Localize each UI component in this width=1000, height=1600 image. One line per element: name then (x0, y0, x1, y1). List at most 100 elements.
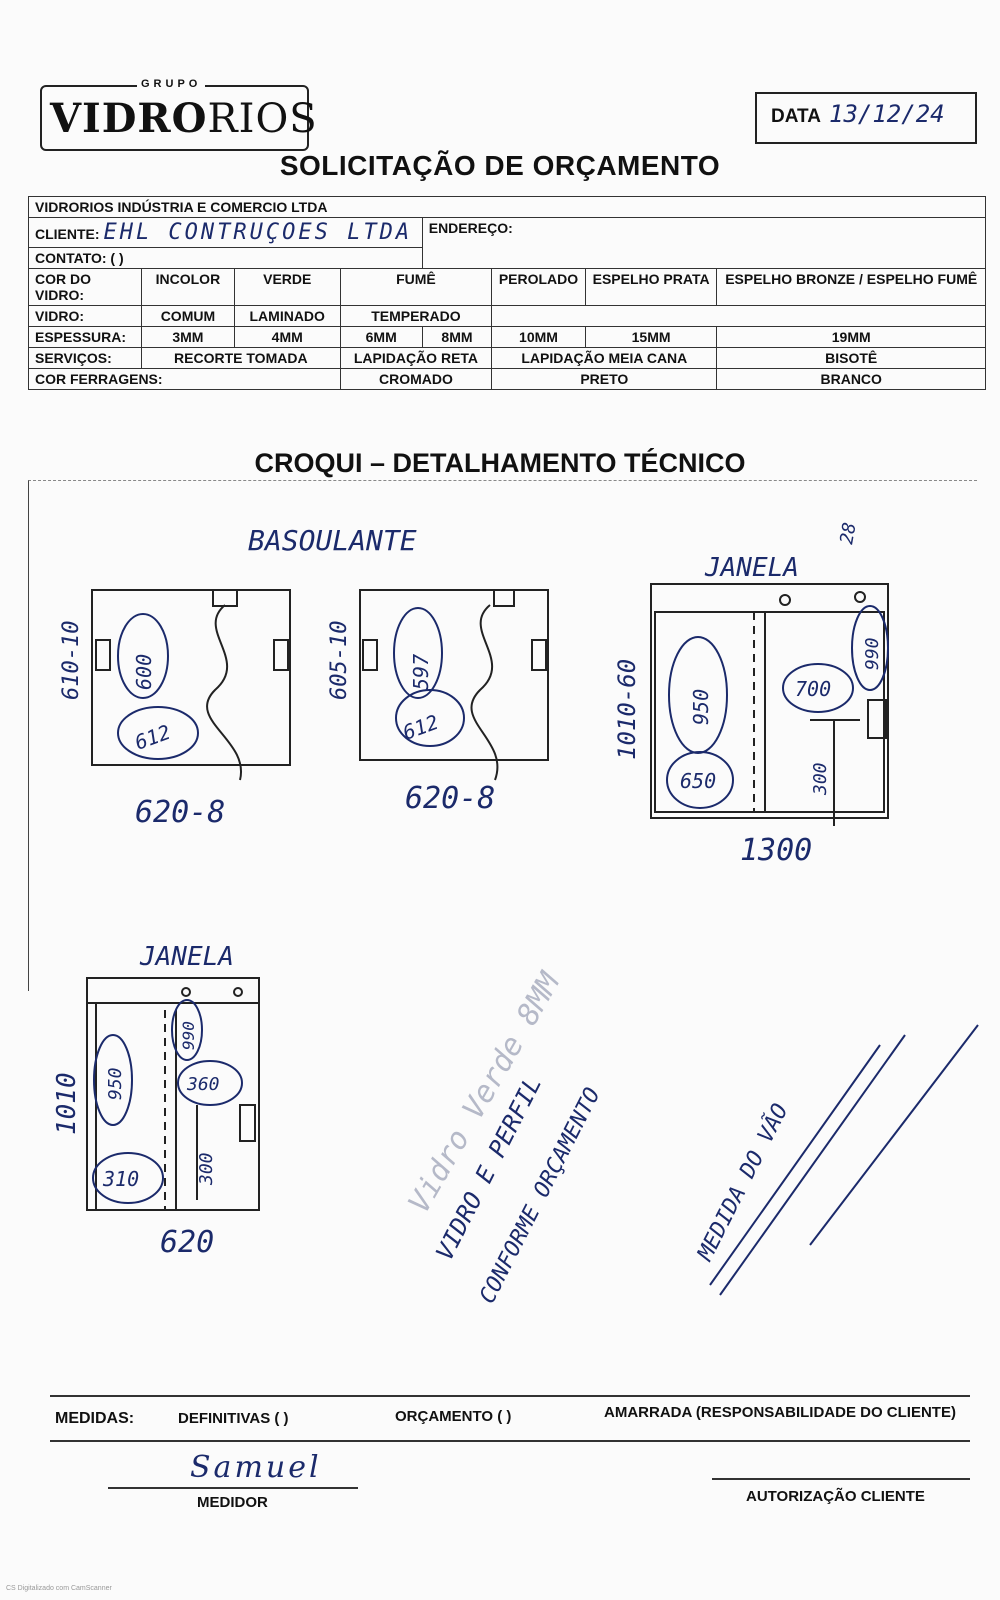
janela-1-pane-a: 950 (689, 689, 713, 725)
basculante-1-squiggle (206, 604, 243, 781)
janela-2-oval (92, 1152, 164, 1204)
janela-2-oval (171, 999, 203, 1061)
janela-1-oval (782, 663, 854, 713)
footer-rule (50, 1440, 970, 1442)
basculante-1-oval (117, 613, 169, 699)
hardware-label: COR FERRAGENS: (28, 368, 341, 390)
janela-1-pane-c: 700 (795, 677, 831, 701)
scanner-watermark: CS Digitalizado com CamScanner (6, 1585, 112, 1592)
client-value: EHL CONTRUÇOES LTDA (103, 220, 413, 245)
janela-1-width: 1300 (740, 833, 812, 868)
glass-color-option: FUMÊ (339, 268, 493, 306)
hardware-option: PRETO (491, 368, 718, 390)
janela-1-oval (851, 605, 889, 691)
janela-1-inner (654, 611, 885, 813)
janela-2-wheel (233, 987, 243, 997)
glass-color-option-text: ESPELHO BRONZE (725, 271, 856, 287)
glass-type-option: LAMINADO (233, 305, 341, 327)
glass-color-option: ESPELHO BRONZE / ESPELHO FUMÊ (716, 268, 986, 306)
client-authorization-label: AUTORIZAÇÃO CLIENTE (746, 1488, 925, 1505)
measurer-label: MEDIDOR (197, 1494, 268, 1511)
sketch-area (28, 480, 977, 991)
janela-1-pane-e: 300 (810, 762, 831, 796)
janela-2-handle (239, 1104, 256, 1142)
glass-color-option: VERDE (233, 268, 341, 306)
janela-1-pane-b: 650 (680, 769, 716, 793)
logo-brand: VIDRORIOS (50, 95, 318, 142)
basculante-2-squiggle (470, 604, 499, 781)
janela-1-pane-d: 990 (862, 637, 883, 670)
basculante-label: BASOULANTE (248, 524, 417, 557)
service-option: LAPIDAÇÃO MEIA CANA (491, 347, 718, 369)
basculante-2-height: 605-10 (327, 621, 352, 700)
basculante-1-width: 620-8 (135, 795, 225, 830)
footer-rule (50, 1395, 970, 1397)
basculante-1-latch (212, 589, 238, 607)
thickness-option: 10MM (491, 326, 586, 348)
thickness-option: 6MM (339, 326, 423, 348)
janela-2-wheel (181, 987, 191, 997)
date-box: DATA 13/12/24 (755, 92, 977, 144)
basculante-1-pane-b: 612 (132, 720, 174, 755)
client-cell: CLIENTE: EHL CONTRUÇOES LTDA (28, 217, 423, 248)
tied-option: AMARRADA (RESPONSABILIDADE DO CLIENTE) (604, 1404, 956, 1421)
measurer-signature: Samuel (190, 1450, 322, 1485)
request-form-table: VIDRORIOS INDÚSTRIA E COMERCIO LTDA CLIE… (28, 196, 987, 390)
logo-brand-light: RIOS (207, 96, 318, 142)
sketch-title: CROQUI – DETALHAMENTO TÉCNICO (254, 448, 746, 478)
hardware-option: BRANCO (716, 368, 986, 390)
basculante-2-oval (393, 607, 443, 699)
janela-2-pane-d: 360 (186, 1074, 220, 1095)
company-logo: GRUPO VIDRORIOS (40, 78, 317, 151)
date-label: DATA (771, 106, 821, 127)
date-value: 13/12/24 (829, 100, 945, 128)
slash-mark (709, 1044, 881, 1286)
definitive-option: DEFINITIVAS ( ) (178, 1410, 289, 1427)
page-title: SOLICITAÇÃO DE ORÇAMENTO (279, 150, 721, 181)
janela-1-oval (666, 751, 734, 809)
thickness-option: 3MM (141, 326, 235, 348)
janela-2-width: 620 (160, 1225, 214, 1260)
basculante-2-pane-a: 597 (409, 654, 433, 690)
basculante-1-height: 610-10 (59, 621, 84, 700)
janela-2-oval (93, 1034, 133, 1126)
janela-1-label: JANELA (704, 553, 799, 583)
quote-option: ORÇAMENTO ( ) (395, 1408, 512, 1425)
basculante-2-frame (359, 589, 549, 761)
address-cell: ENDEREÇO: (421, 217, 987, 269)
janela-1-wheel (854, 591, 866, 603)
basculante-2-oval (395, 689, 465, 747)
logo-brand-bold: VIDRO (50, 95, 208, 142)
janela-2-pane-a: 950 (105, 1067, 126, 1100)
logo-group-text: GRUPO (137, 78, 206, 90)
janela-2-label: JANELA (139, 942, 234, 972)
janela-2-frame (86, 977, 260, 1211)
hardware-option: CROMADO (339, 368, 493, 390)
basculante-1-hinge (273, 639, 289, 671)
janela-2-pane-c: 990 (179, 1021, 198, 1050)
janela-1-height: 1010-60 (613, 659, 641, 760)
janela-2-pane-e: 300 (196, 1152, 217, 1186)
glass-color-option: ESPELHO PRATA (584, 268, 718, 306)
glass-color-option: INCOLOR (141, 268, 235, 306)
slash-mark (809, 1024, 979, 1246)
janela-1-handle (867, 699, 887, 739)
janela-1-wheel (779, 594, 791, 606)
basculante-2-pane-b: 612 (400, 710, 442, 745)
janela-1-frame (650, 583, 889, 819)
basculante-1-pane-a: 600 (132, 654, 156, 690)
basculante-1-frame (91, 589, 291, 766)
basculante-2-latch (493, 589, 515, 607)
slash-mark (719, 1034, 906, 1296)
client-label: CLIENTE: (35, 226, 100, 242)
janela-2-pane-b: 310 (102, 1167, 139, 1191)
janela-2-height: 1010 (52, 1072, 82, 1135)
basculante-2-hinge (362, 639, 378, 671)
measurer-signature-line (108, 1487, 358, 1489)
basculante-1-oval (117, 706, 199, 760)
janela-1-note: 28 (836, 521, 860, 546)
address-label: ENDEREÇO: (428, 220, 513, 236)
service-option: LAPIDAÇÃO RETA (339, 347, 493, 369)
